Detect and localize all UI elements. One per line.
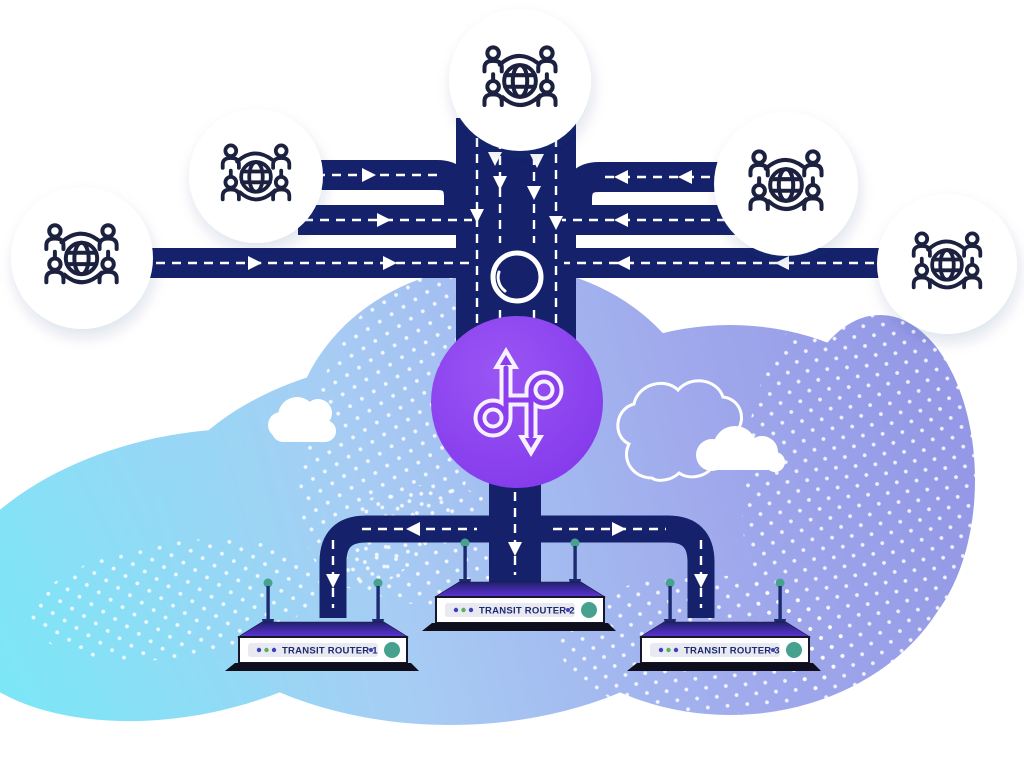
outlined-cloud [616,379,743,482]
router-label-3: TRANSIT ROUTER 3 [684,646,780,657]
network-node-3 [449,9,591,151]
network-node-1 [11,187,153,329]
network-node-5 [877,194,1017,334]
white-cloud-right [696,426,785,472]
transit-router-2: TRANSIT ROUTER 2 [421,537,617,632]
dot-pattern-center [335,485,525,605]
hub-circle [431,316,603,488]
road-right-top [562,162,781,235]
transit-router-3: TRANSIT ROUTER 3 [626,577,822,672]
white-cloud-left [268,397,336,442]
road-left-top [290,160,474,235]
router-label-1: TRANSIT ROUTER 1 [282,646,378,657]
dot-pattern-bottom-left [31,539,319,661]
transit-router-1: TRANSIT ROUTER 1 [224,577,420,672]
transit-gateway-logo [473,347,564,457]
network-node-2 [189,109,323,243]
network-node-4 [714,112,858,256]
router-label-2: TRANSIT ROUTER 2 [479,606,575,617]
roundabout-icon [490,250,544,304]
road-split-branches [319,515,715,618]
